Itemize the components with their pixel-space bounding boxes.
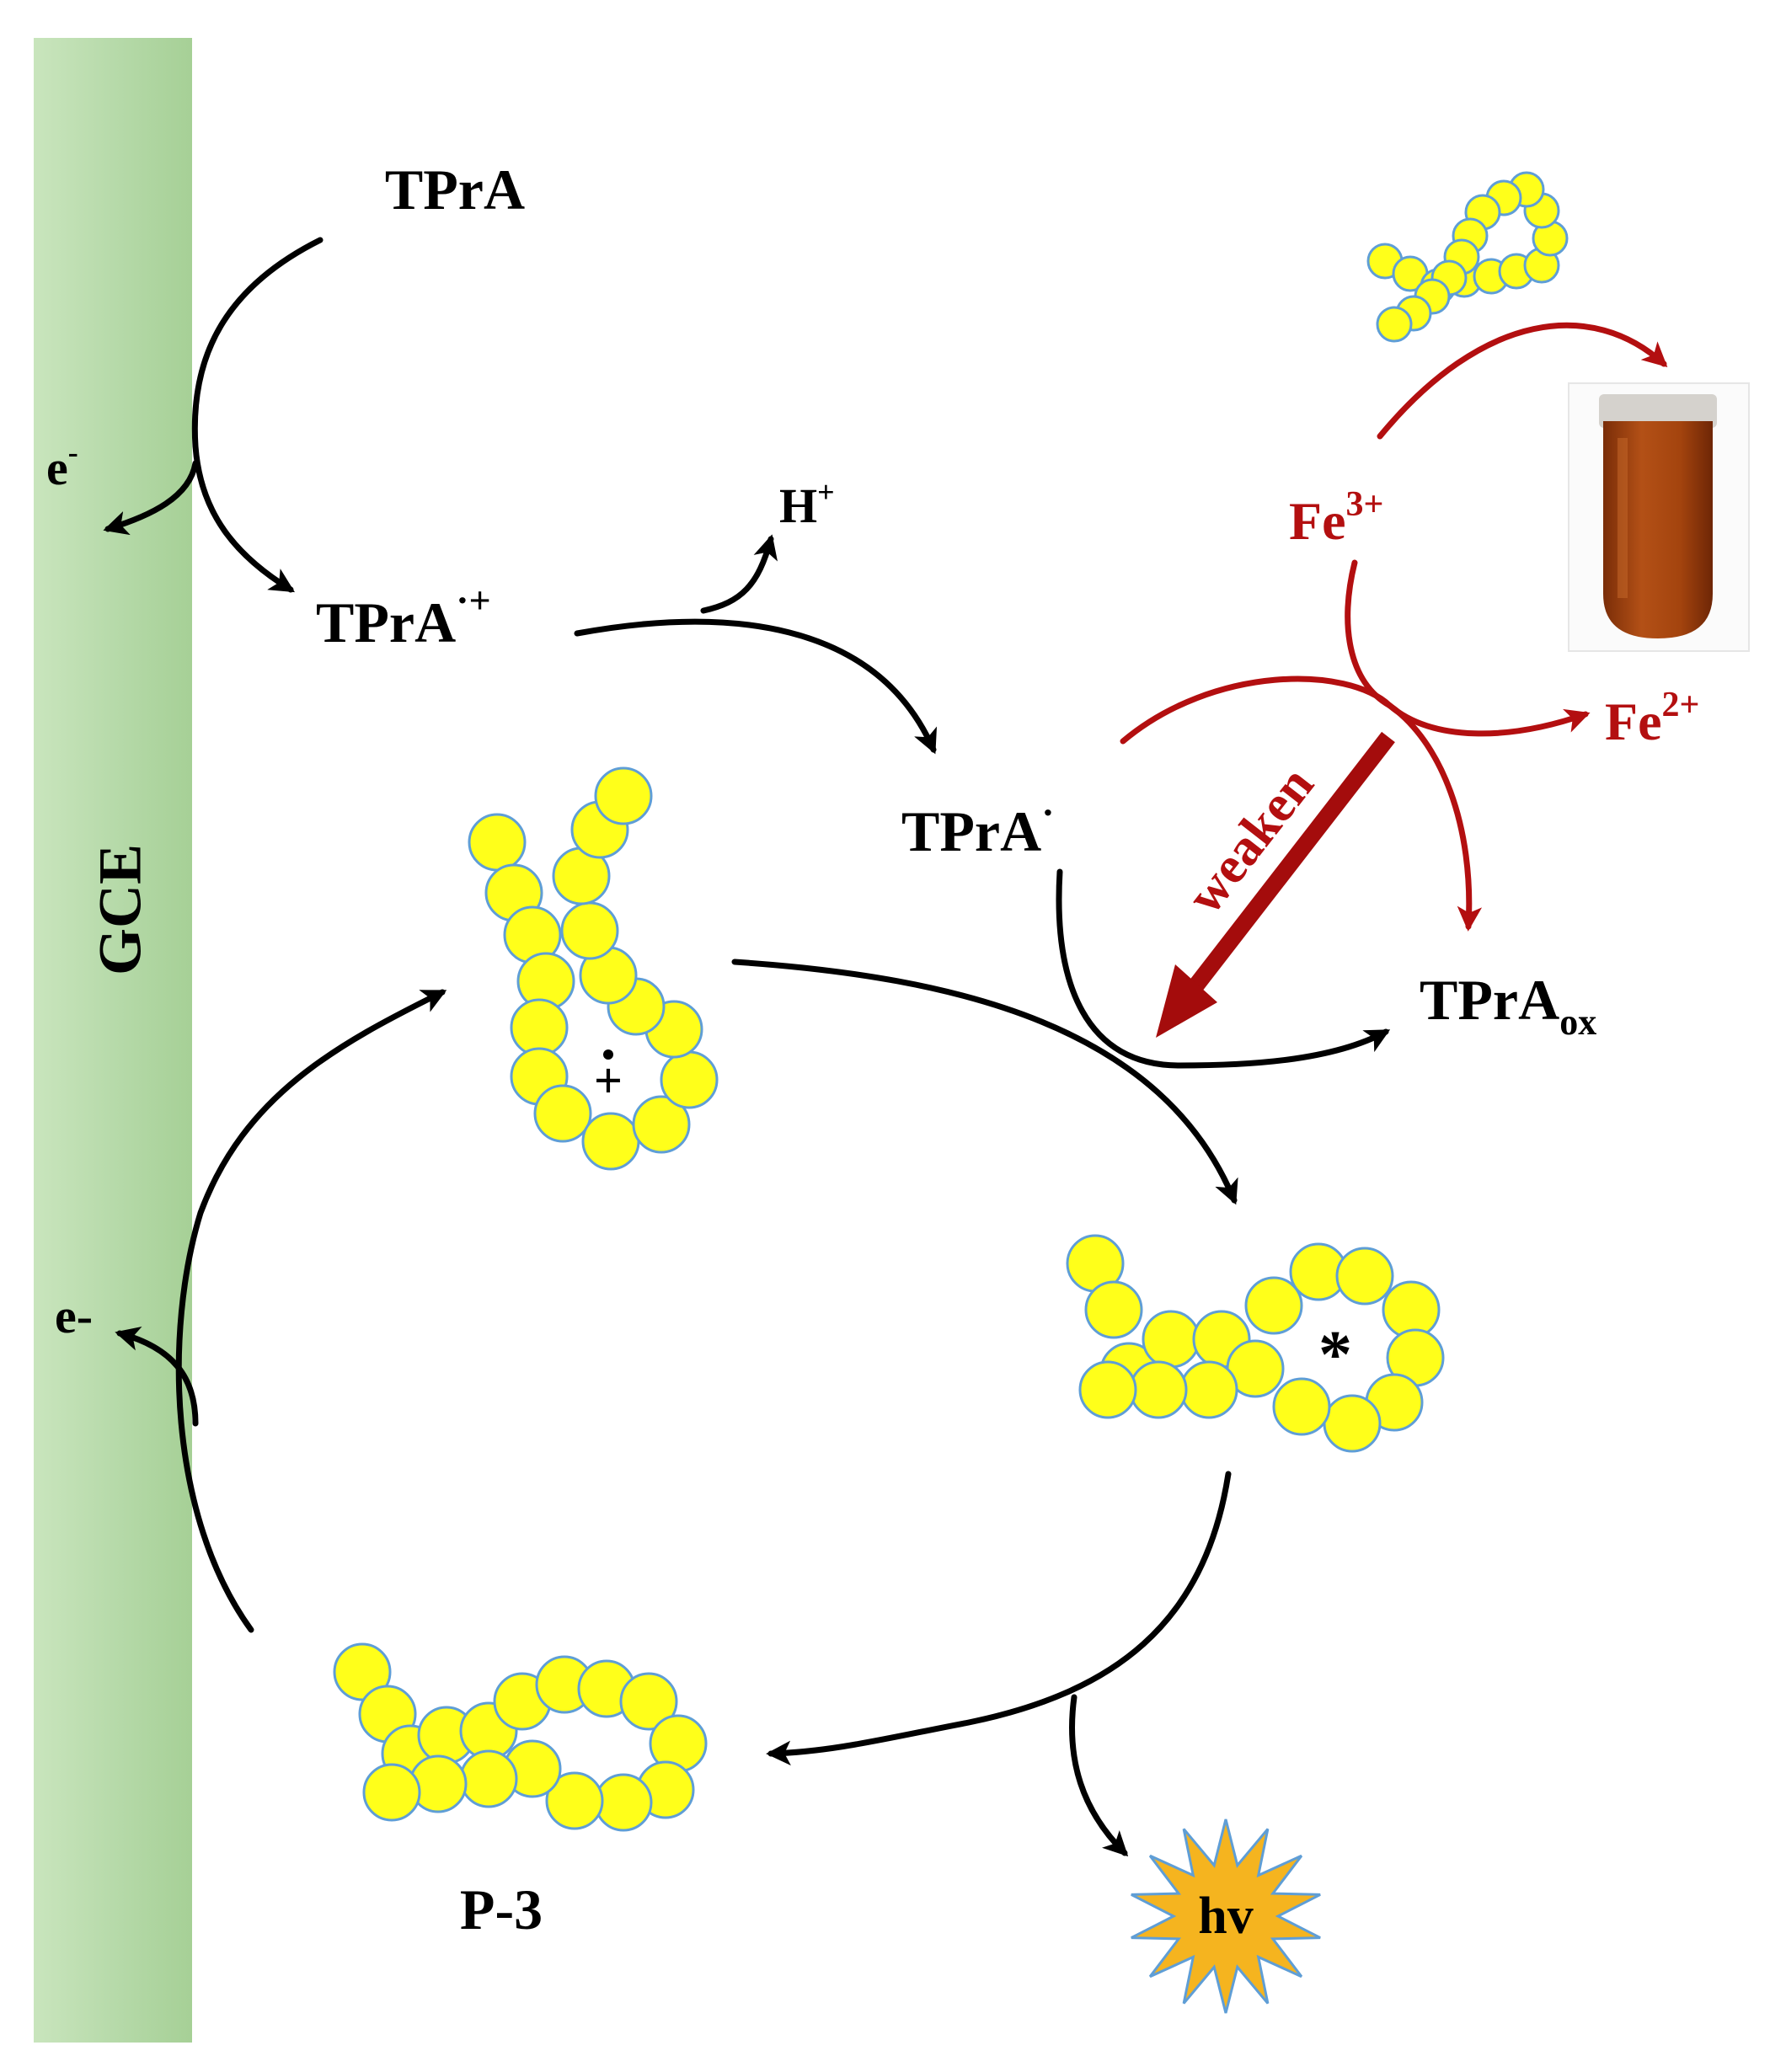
polymer-bead	[560, 901, 619, 960]
polymer-bead	[632, 1095, 691, 1154]
iron-labels: Fe3+ Fe2+	[1289, 485, 1699, 751]
polymer-bead	[594, 766, 653, 825]
polymer-bead	[1084, 1280, 1143, 1339]
arrow-light-emission	[1069, 1694, 1129, 1857]
label-polymer-name: P-3	[460, 1877, 543, 1941]
polymer-bead	[619, 1672, 678, 1731]
radical-cation-marker: +	[594, 1053, 623, 1108]
polymer-bead	[1179, 1360, 1238, 1419]
species-labels: TPrA e- H+ TPrA·+ TPrA· TPrAox e- P-3	[46, 158, 1596, 1941]
label-tpra-radical: TPrA·	[901, 791, 1055, 863]
polymer-excited-state	[1066, 1234, 1445, 1453]
arrow-annihilation-to-excited	[731, 959, 1238, 1205]
polymer-bead	[1335, 1247, 1394, 1306]
polymer-bead	[468, 813, 527, 872]
label-fe2: Fe2+	[1605, 686, 1699, 751]
radical-dot	[603, 1049, 613, 1060]
arrow-electron-release-top	[103, 460, 199, 536]
polymer-bead	[1078, 1360, 1137, 1419]
label-proton: H+	[779, 475, 835, 533]
label-fe3: Fe3+	[1289, 485, 1383, 551]
polymer-ground-state	[333, 1642, 708, 1832]
arrow-tpra-radical-to-ox	[1056, 868, 1391, 1069]
arrow-electron-release-bottom	[115, 1326, 199, 1427]
light-emission-burst: hv	[1131, 1818, 1321, 2014]
polymer-bead	[581, 1112, 640, 1171]
polymer-bead	[362, 1763, 421, 1822]
arrow-polymer-oxidation	[175, 989, 447, 1633]
arrow-fe-to-tpraox	[1387, 702, 1483, 932]
polymer-bead	[1244, 1276, 1303, 1335]
polymer-bead	[1376, 306, 1413, 343]
weaken-arrow-head	[1156, 964, 1217, 1038]
arrow-deprotonation	[574, 618, 937, 755]
emission-label: hv	[1198, 1888, 1253, 1945]
vial-highlight	[1618, 438, 1628, 598]
electrode-label: GCE	[87, 844, 154, 975]
polymer-bead	[459, 1749, 518, 1808]
polymer-bead	[1129, 1360, 1188, 1419]
label-electron-top: e-	[46, 435, 78, 495]
arrow-fe3-to-fe2	[1120, 676, 1591, 745]
polymer-bead	[660, 1050, 719, 1109]
polymer-radical-cation	[468, 766, 719, 1171]
polymer-bead	[533, 1084, 592, 1143]
label-electron-bottom: e-	[55, 1289, 93, 1343]
polymer-bead	[1323, 1394, 1382, 1453]
arrow-proton-release	[700, 534, 778, 614]
arrow-tpra-oxidation	[191, 237, 324, 593]
iron-pathways	[1120, 322, 1668, 932]
electrode-bar	[34, 38, 192, 2043]
polymer-bead	[1272, 1377, 1331, 1436]
vial-liquid	[1603, 421, 1713, 638]
excited-state-marker: *	[1318, 1318, 1352, 1392]
weaken-arrow-shaft	[1183, 731, 1395, 1000]
burst-star	[1131, 1818, 1321, 2014]
polymer-bead	[545, 1771, 604, 1830]
black-pathways	[103, 237, 1391, 1857]
vial-image	[1568, 382, 1750, 652]
label-tpra-ox: TPrAox	[1420, 968, 1596, 1043]
label-tpra: TPrA	[385, 158, 525, 222]
free-polymer-chain	[1366, 171, 1569, 343]
label-tpra-radical-cation: TPrA·+	[316, 579, 491, 654]
polymer-bead	[1142, 1310, 1200, 1369]
arrow-excited-to-ground	[766, 1471, 1232, 1766]
polymer-bead	[594, 1773, 653, 1832]
vial-rim	[1599, 394, 1717, 428]
arrow-fe3-complexation	[1377, 322, 1668, 440]
polymer-bead	[510, 998, 569, 1057]
